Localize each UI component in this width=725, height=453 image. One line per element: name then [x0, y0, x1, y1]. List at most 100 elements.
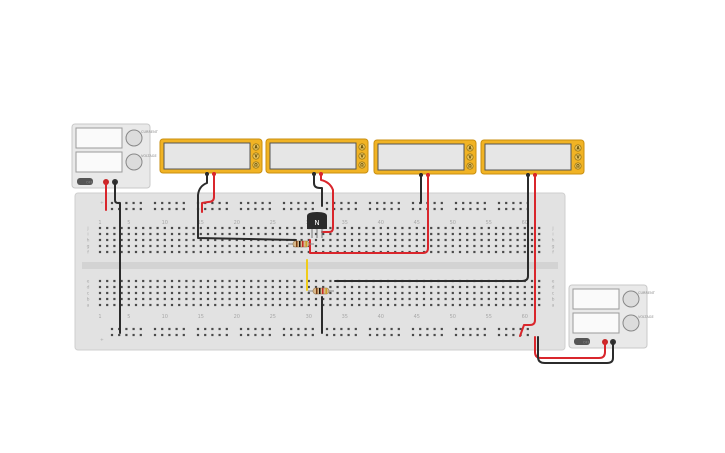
breadboard-hole[interactable]: [163, 226, 166, 230]
rail-hole[interactable]: [383, 201, 386, 205]
breadboard-hole[interactable]: [127, 244, 130, 248]
breadboard-hole[interactable]: [163, 291, 166, 295]
breadboard-hole[interactable]: [430, 303, 433, 307]
breadboard-hole[interactable]: [343, 297, 346, 301]
rail-hole[interactable]: [462, 201, 465, 205]
rail-hole[interactable]: [454, 201, 458, 205]
breadboard-hole[interactable]: [473, 285, 476, 289]
breadboard-hole[interactable]: [221, 238, 224, 242]
rail-hole[interactable]: [290, 327, 293, 331]
breadboard-hole[interactable]: [336, 291, 339, 295]
breadboard-hole[interactable]: [473, 226, 476, 230]
breadboard-hole[interactable]: [106, 279, 109, 283]
breadboard-hole[interactable]: [444, 297, 447, 301]
breadboard-hole[interactable]: [386, 226, 390, 230]
breadboard-hole[interactable]: [170, 291, 174, 295]
breadboard-hole[interactable]: [242, 244, 246, 248]
breadboard-hole[interactable]: [106, 285, 109, 289]
breadboard-hole[interactable]: [170, 238, 174, 242]
breadboard-hole[interactable]: [401, 244, 404, 248]
breadboard-hole[interactable]: [206, 297, 210, 301]
rail-hole[interactable]: [297, 333, 300, 337]
breadboard-hole[interactable]: [487, 303, 490, 307]
breadboard-hole[interactable]: [235, 279, 238, 283]
rail-hole[interactable]: [397, 333, 400, 337]
breadboard-hole[interactable]: [350, 244, 354, 248]
rail-hole[interactable]: [483, 201, 486, 205]
breadboard-hole[interactable]: [300, 238, 303, 242]
rail-hole[interactable]: [125, 333, 128, 337]
breadboard-hole[interactable]: [394, 297, 397, 301]
breadboard-hole[interactable]: [156, 226, 159, 230]
breadboard-hole[interactable]: [538, 279, 541, 283]
breadboard-hole[interactable]: [221, 303, 224, 307]
breadboard-hole[interactable]: [120, 279, 123, 283]
wire-psu-right-positive[interactable]: [534, 336, 606, 359]
rail-hole[interactable]: [505, 201, 508, 205]
breadboard-hole[interactable]: [264, 285, 267, 289]
breadboard-hole[interactable]: [106, 232, 109, 236]
breadboard-hole[interactable]: [314, 285, 318, 289]
rail-hole[interactable]: [139, 201, 142, 205]
breadboard-hole[interactable]: [523, 244, 526, 248]
wire-meter2-v[interactable]: [320, 172, 334, 233]
breadboard-hole[interactable]: [228, 226, 231, 230]
rail-hole[interactable]: [110, 327, 114, 331]
breadboard-hole[interactable]: [516, 244, 519, 248]
breadboard-hole[interactable]: [466, 226, 469, 230]
breadboard-hole[interactable]: [106, 303, 109, 307]
breadboard-hole[interactable]: [437, 250, 440, 254]
breadboard-hole[interactable]: [264, 279, 267, 283]
breadboard-hole[interactable]: [185, 297, 188, 301]
power-supply-left[interactable]: CURRENT VOLTAGE OFF: [71, 123, 159, 189]
wire-meter4-v[interactable]: [519, 173, 536, 337]
rail-hole[interactable]: [383, 333, 386, 337]
breadboard-hole[interactable]: [199, 226, 202, 230]
breadboard-hole[interactable]: [451, 226, 454, 230]
rail-hole[interactable]: [505, 327, 508, 331]
wire-meter4-com[interactable]: [334, 173, 529, 282]
breadboard-hole[interactable]: [343, 303, 346, 307]
breadboard-hole[interactable]: [516, 303, 519, 307]
breadboard-hole[interactable]: [278, 297, 282, 301]
rail-hole[interactable]: [519, 327, 522, 331]
breadboard-hole[interactable]: [178, 226, 181, 230]
breadboard-hole[interactable]: [98, 297, 102, 301]
rail-hole[interactable]: [354, 327, 357, 331]
breadboard-hole[interactable]: [451, 297, 454, 301]
breadboard-hole[interactable]: [451, 250, 454, 254]
breadboard-hole[interactable]: [264, 303, 267, 307]
breadboard-hole[interactable]: [343, 232, 346, 236]
breadboard-hole[interactable]: [430, 297, 433, 301]
breadboard-hole[interactable]: [98, 285, 102, 289]
rail-hole[interactable]: [196, 327, 200, 331]
breadboard-hole[interactable]: [336, 303, 339, 307]
rail-hole[interactable]: [390, 201, 393, 205]
breadboard-hole[interactable]: [358, 303, 361, 307]
rail-hole[interactable]: [254, 207, 257, 211]
breadboard-hole[interactable]: [271, 226, 274, 230]
breadboard-hole[interactable]: [286, 285, 289, 289]
rail-hole[interactable]: [247, 333, 250, 337]
breadboard-hole[interactable]: [473, 297, 476, 301]
rail-hole[interactable]: [325, 327, 329, 331]
breadboard-hole[interactable]: [422, 238, 426, 242]
breadboard-hole[interactable]: [257, 285, 260, 289]
rail-hole[interactable]: [211, 207, 214, 211]
breadboard-hole[interactable]: [98, 226, 102, 230]
breadboard-hole[interactable]: [444, 303, 447, 307]
rail-hole[interactable]: [347, 201, 350, 205]
rail-hole[interactable]: [440, 327, 443, 331]
breadboard-hole[interactable]: [329, 291, 332, 295]
rail-hole[interactable]: [168, 333, 171, 337]
breadboard-hole[interactable]: [538, 291, 541, 295]
breadboard-hole[interactable]: [314, 279, 318, 283]
breadboard-hole[interactable]: [206, 303, 210, 307]
breadboard-hole[interactable]: [350, 297, 354, 301]
breadboard-hole[interactable]: [192, 297, 195, 301]
breadboard-hole[interactable]: [221, 226, 224, 230]
breadboard-hole[interactable]: [394, 238, 397, 242]
rail-hole[interactable]: [433, 327, 436, 331]
breadboard-hole[interactable]: [300, 297, 303, 301]
rail-hole[interactable]: [433, 207, 436, 211]
